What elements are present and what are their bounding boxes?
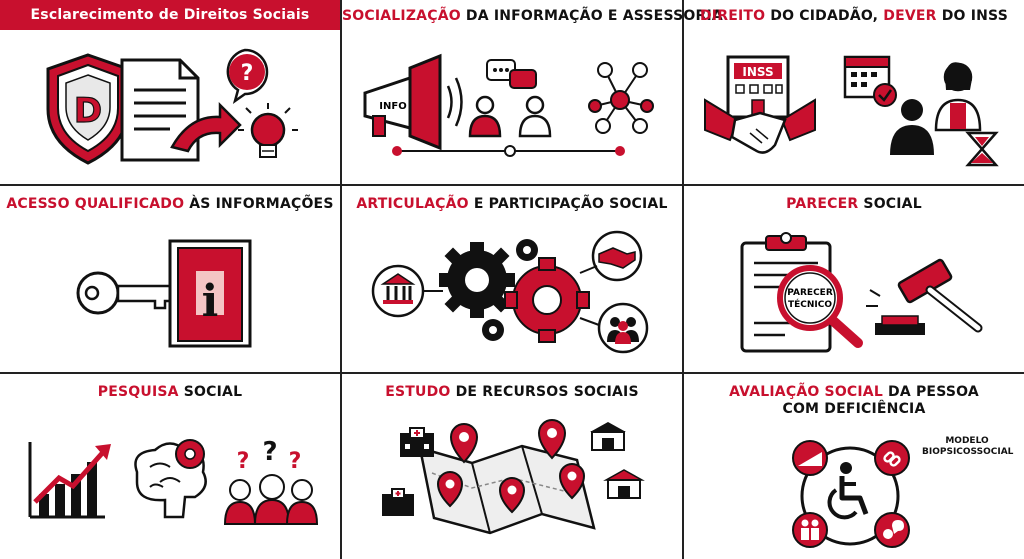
school-icon [590, 422, 626, 451]
social-opinion-illustration: PARECER TÉCNICO [740, 232, 983, 353]
lens-label-line2: TÉCNICO [788, 298, 832, 310]
social-research-illustration: ? ? ? [28, 437, 319, 525]
person-icon [890, 99, 934, 155]
shield-letter: D [74, 91, 102, 131]
citizen-right-illustration: INSS [704, 55, 999, 167]
cell-title-esclarecimento: Esclarecimento de Direitos Sociais [0, 0, 340, 30]
info-letter: i [202, 276, 219, 327]
building-icon: INSS [726, 55, 790, 119]
ramp-icon [792, 440, 828, 476]
gear-icon [516, 239, 538, 261]
cell-title-pesquisa: PESQUISA SOCIAL [97, 384, 243, 400]
cell-title-direito: DIREITO DO CIDADÃO, DEVER DO INSS [699, 8, 1008, 24]
gavel-icon [866, 258, 983, 335]
divider [340, 0, 342, 559]
building-label: INSS [742, 65, 773, 79]
institution-icon [371, 264, 425, 318]
group-people-icon [223, 474, 319, 525]
link-icon [874, 440, 910, 476]
megaphone-label: INFO [379, 101, 406, 112]
community-icon [597, 302, 649, 354]
svg-text:?: ? [262, 437, 277, 467]
location-pin-icon [558, 462, 586, 500]
speech-icon [874, 512, 910, 548]
arrow-icon [170, 101, 242, 153]
location-pin-icon [537, 418, 567, 460]
gear-icon [482, 319, 504, 341]
divider [682, 0, 684, 559]
lens-label-line1: PARECER [787, 288, 833, 298]
door-icon: i [168, 239, 252, 348]
professional-woman-icon [934, 62, 982, 132]
calendar-icon [843, 55, 897, 107]
wheelchair-icon [827, 462, 869, 520]
shield-icon: D [46, 53, 130, 165]
question-marks-icon: ? ? ? [237, 437, 302, 474]
people-icon [792, 512, 828, 548]
cell-title-socializacao: SOCIALIZAÇÃO DA INFORMAÇÃO E ASSESSORIA [342, 8, 723, 24]
handshake-icon [591, 230, 643, 282]
person-icon [518, 95, 552, 138]
qualified-access-illustration: i [76, 239, 252, 348]
hospital-icon [400, 427, 434, 457]
svg-text:?: ? [289, 449, 302, 474]
megaphone-icon: INFO [363, 53, 463, 151]
svg-text:?: ? [241, 61, 254, 86]
resource-study-illustration [382, 418, 645, 535]
lightbulb-icon [238, 103, 298, 158]
cell-title-acesso: ACESSO QUALIFICADO ÀS INFORMAÇÕES [6, 196, 334, 212]
chat-bubbles-icon [486, 59, 537, 89]
disability-assessment-illustration [792, 440, 910, 548]
cell-title-estudo: ESTUDO DE RECURSOS SOCIAIS [385, 384, 639, 400]
person-icon [468, 95, 502, 138]
gear-icon [175, 439, 205, 469]
articulation-illustration [371, 230, 649, 354]
timeline-icon [392, 145, 625, 157]
handshake-icon [704, 98, 816, 154]
location-pin-icon [449, 422, 479, 464]
gear-icon [439, 242, 515, 318]
question-bubble-icon: ? [226, 48, 269, 105]
location-pin-icon [436, 470, 464, 508]
bar-chart-icon [28, 442, 111, 519]
cell-title-parecer: PARECER SOCIAL [786, 196, 922, 212]
cell-title-articulacao: ARTICULAÇÃO E PARTICIPAÇÃO SOCIAL [356, 196, 668, 212]
information-socialization-illustration: INFO [363, 53, 654, 157]
hourglass-icon [965, 131, 999, 167]
rights-clarification-illustration: D ? [46, 48, 298, 165]
location-pin-icon [498, 476, 526, 514]
svg-text:?: ? [237, 449, 250, 474]
divider [0, 372, 1024, 374]
divider [0, 184, 1024, 186]
network-icon [588, 62, 654, 134]
hospital-icon [382, 488, 414, 516]
school-icon [603, 469, 645, 499]
magnifier-icon: PARECER TÉCNICO [777, 265, 863, 348]
gear-icon [504, 257, 590, 343]
